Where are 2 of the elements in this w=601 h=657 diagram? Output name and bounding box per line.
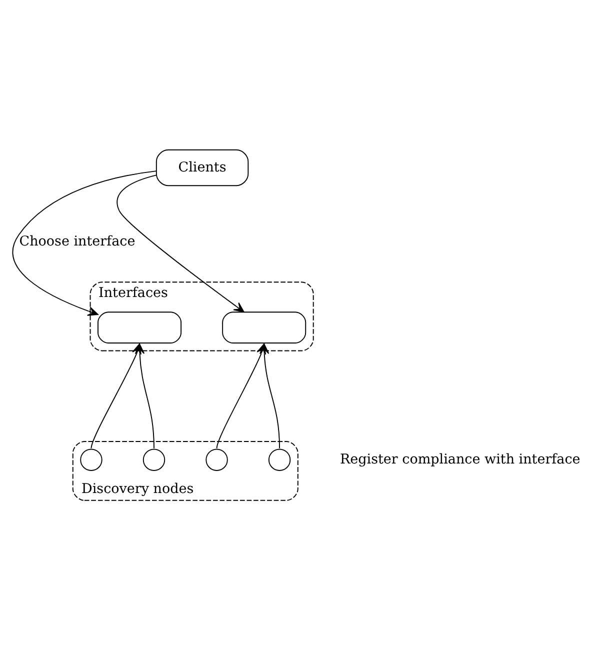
edge-label: Choose interface <box>19 233 136 250</box>
label: Register compliance with interface <box>340 450 580 467</box>
